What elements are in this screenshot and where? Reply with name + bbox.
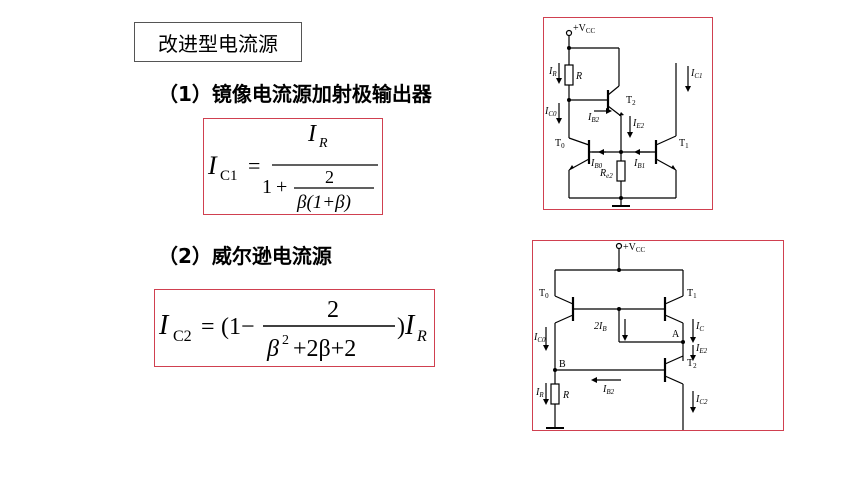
formula1-den-plus: + [276,176,287,198]
circuit1-ib2-label: IB2 [587,112,600,124]
formula2-rhs-sub: R [416,328,427,345]
circuit1-r-label: R [575,71,582,82]
circuit2-node-b-label: B [559,359,566,370]
formula1-den-one: 1 [262,176,272,198]
circuit1-vcc-terminal [565,29,573,37]
circuit2-node-a [681,340,685,344]
formula1-inner-num: 2 [325,167,334,187]
circuit2-ir-label: IR [535,387,544,399]
formula2-lhs-var: I [158,310,170,341]
circuit1-t1-label: T1 [679,138,689,150]
circuit1-vcc-label: +VCC [573,23,596,35]
circuit2-vcc-terminal [615,242,623,250]
circuit1-t2-label: T2 [626,95,636,107]
circuit-mirror-emitter-follower: +VCC R IR IC0 IC1 IB2 IE2 IB0 IB1 Re2 T0… [543,17,713,210]
circuit2-ic2-label: IC2 [695,394,708,406]
formula1-num-var: I [307,121,317,147]
circuit2-t1-label: T1 [687,288,697,300]
circuit2-vcc-label: +VCC [623,242,646,254]
formula2-num: 2 [327,297,339,323]
circuit1-resistor-r [564,64,574,86]
formula1-lhs-sub: C1 [220,168,238,184]
circuit2-schematic: +VCC T0 T1 T2 2IB A B IC IE2 IC0 IB2 IR … [533,242,708,430]
formula-ic1: I C1 = I R 1 + 2 β(1+β) [207,121,378,213]
formula2-open: (1− [221,314,255,340]
circuit2-node [617,307,621,311]
circuit2-node-b [553,368,557,372]
circuit1-node [619,150,623,154]
circuit2-2ib-label: 2IB [594,321,607,333]
section-heading-mirror-emitter-follower: （1）镜像电流源加射极输出器 [158,82,432,106]
circuit2-ib2-label: IB2 [602,384,615,396]
circuit2-r-label: R [562,390,569,401]
circuit-wilson-current-source: +VCC T0 T1 T2 2IB A B IC IE2 IC0 IB2 IR … [532,240,784,431]
formula2-rhs-var: I [404,310,416,341]
circuit1-re2-label: Re2 [599,168,613,180]
circuit1-ib0-label: IB0 [590,158,603,170]
formula2-den-sup: 2 [282,333,289,348]
formula1-eq: = [248,153,260,178]
circuit1-schematic: +VCC R IR IC0 IC1 IB2 IE2 IB0 IB1 Re2 T0… [544,23,703,207]
circuit1-node [567,98,571,102]
formula2-den-rest: +2β+2 [293,336,356,362]
circuit2-t2-label: T2 [687,358,697,370]
circuit1-t0-label: T0 [555,138,565,150]
circuit2-node-a-label: A [672,329,680,340]
section-heading-wilson: （2）威尔逊电流源 [158,244,332,268]
circuit1-ir-label: IR [548,66,557,78]
formula1-lhs-var: I [207,151,218,180]
circuit2-ic0-label: IC0 [533,332,546,344]
circuit2-node [617,268,621,272]
formula2-eq: = [201,314,215,340]
circuit1-node [567,46,571,50]
circuit1-ic1-label: IC1 [690,68,703,80]
circuit2-ie2-label: IE2 [695,343,708,355]
formula-box-ic1: I C1 = I R 1 + 2 β(1+β) [203,118,383,215]
formula1-inner-den: β(1+β) [296,192,351,213]
circuit1-ic0-label: IC0 [544,106,557,118]
formula-ic2: I C2 = (1− 2 β 2 +2β+2 ) I R [158,297,427,362]
formula1-num-sub: R [318,136,328,151]
page-title: 改进型电流源 [134,22,302,62]
formula2-den-beta: β [266,336,279,362]
formula2-close: ) [397,314,405,340]
formula2-lhs-sub: C2 [173,328,192,345]
circuit1-node [619,196,623,200]
formula-box-ic2: I C2 = (1− 2 β 2 +2β+2 ) I R [154,289,435,367]
circuit1-ib1-label: IB1 [633,158,645,170]
circuit2-resistor-r [550,383,560,405]
circuit1-resistor-re2 [616,160,626,182]
circuit2-t0-label: T0 [539,288,549,300]
circuit1-ie2-label: IE2 [632,118,645,130]
circuit2-ic-label: IC [695,321,704,333]
